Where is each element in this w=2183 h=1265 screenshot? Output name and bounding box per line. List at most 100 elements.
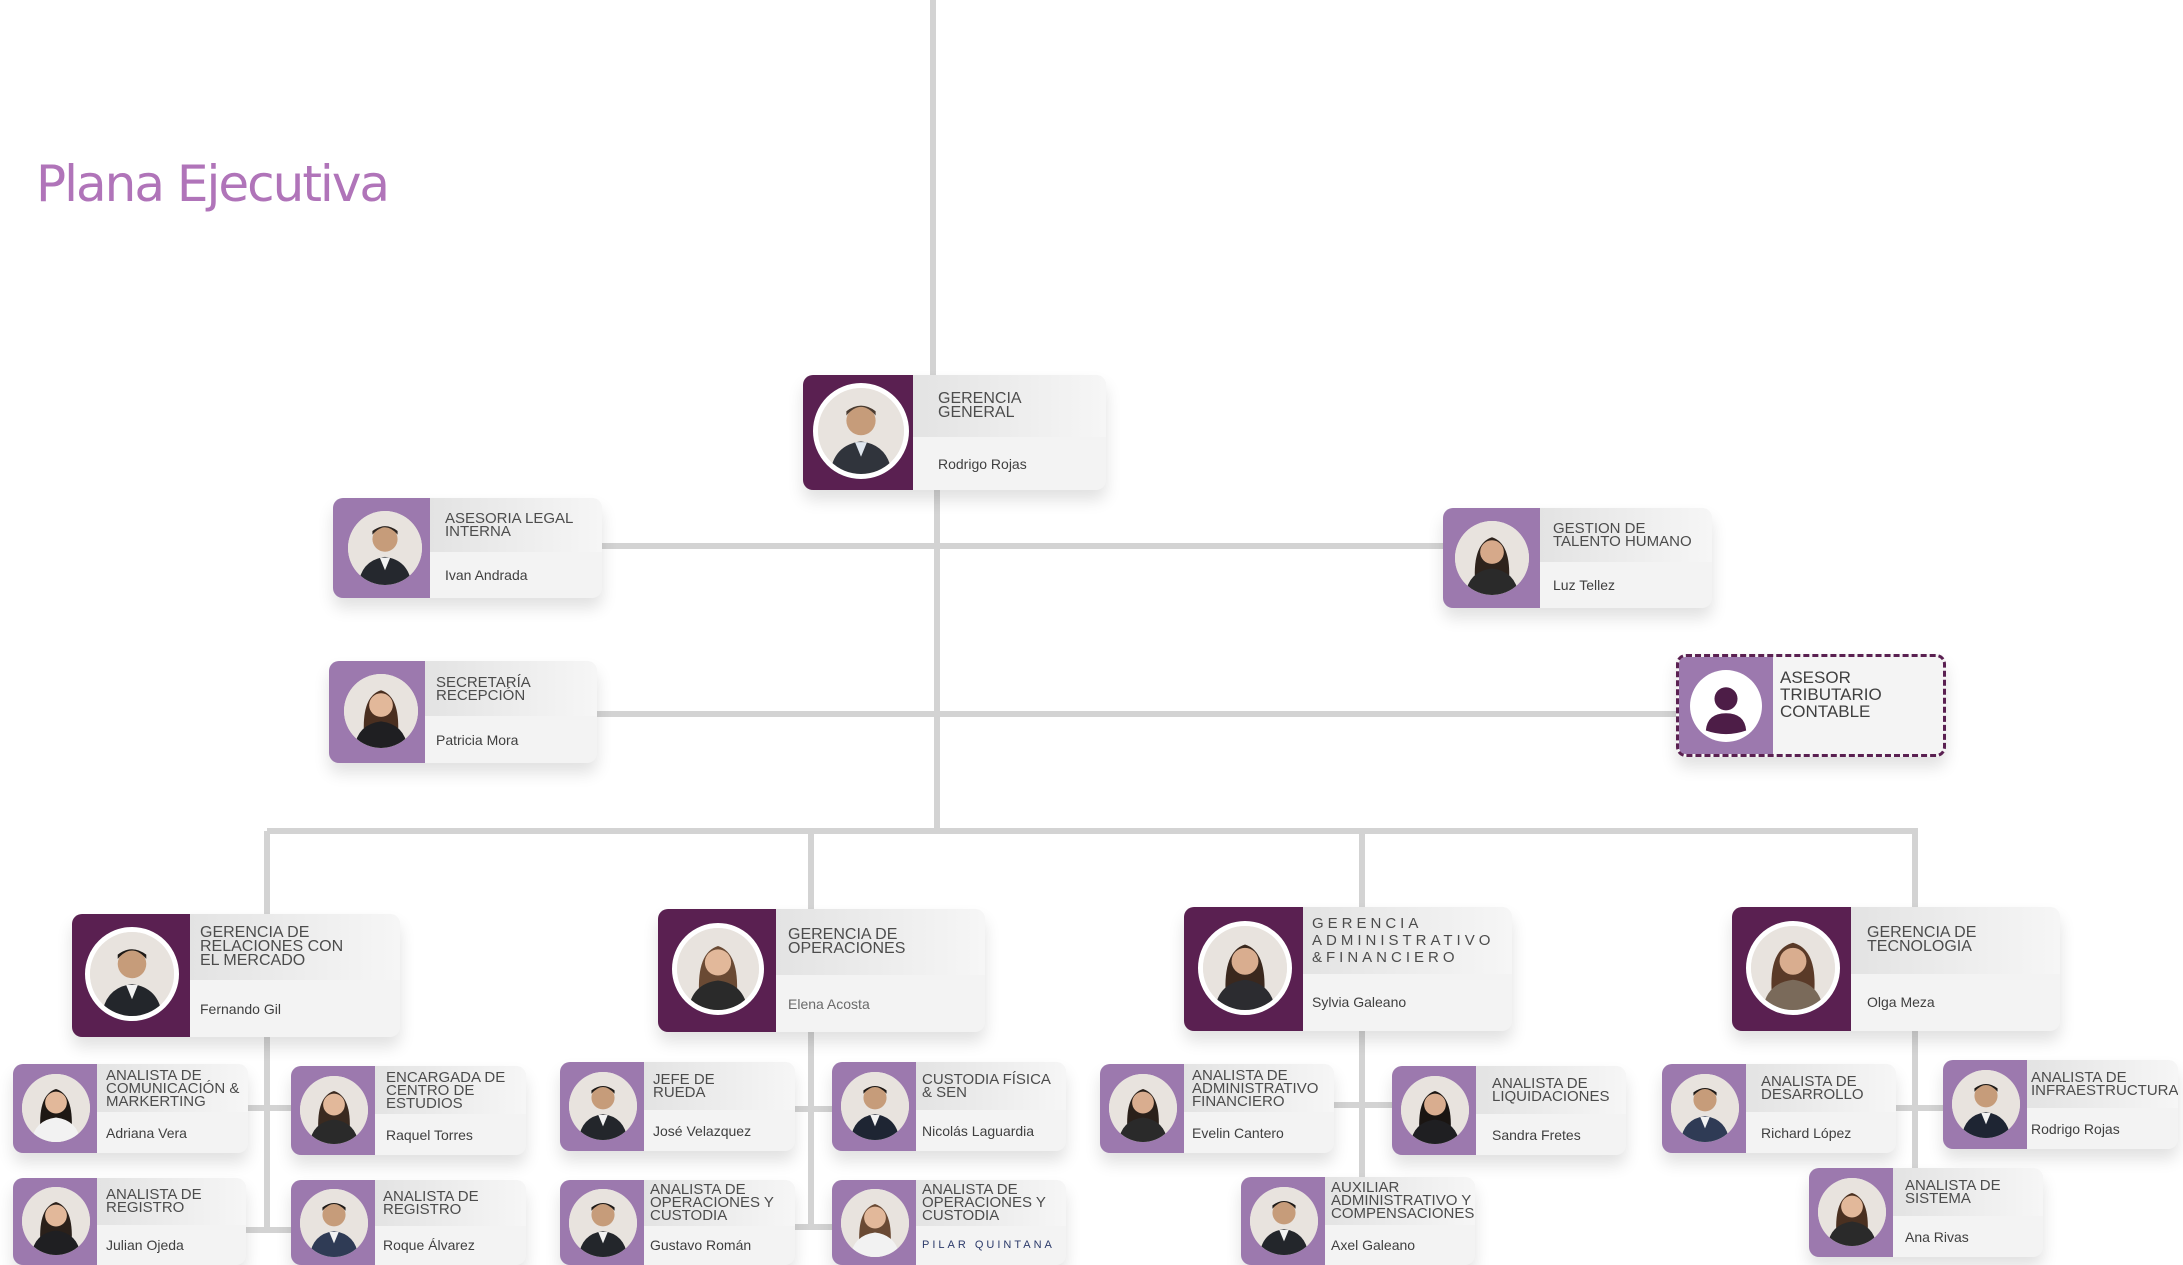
role-label: JEFE DE RUEDA xyxy=(653,1071,715,1102)
role-bar xyxy=(430,498,602,552)
card-encargada-estudios[interactable]: ENCARGADA DE CENTRO DE ESTUDIOS Raquel T… xyxy=(291,1066,526,1155)
card-gerencia-mercado[interactable]: GERENCIA DE RELACIONES CON EL MERCADO Fe… xyxy=(72,914,400,1037)
person-name: PILAR QUINTANA xyxy=(922,1239,1055,1252)
avatar xyxy=(1746,921,1840,1015)
role-label: ANALISTA DE SISTEMA xyxy=(1905,1177,2001,1208)
card-custodia-fisica[interactable]: CUSTODIA FÍSICA & SEN Nicolás Laguardia xyxy=(832,1062,1066,1151)
avatar xyxy=(1952,1070,2020,1138)
page-title: Plana Ejecutiva xyxy=(36,155,390,213)
role-label: GERENCIA DE TECNOLOGIA xyxy=(1867,924,1977,956)
card-analista-liquidaciones[interactable]: ANALISTA DE LIQUIDACIONES Sandra Fretes xyxy=(1392,1066,1626,1155)
role-bar xyxy=(916,1062,1066,1111)
card-analista-operaciones-1[interactable]: ANALISTA DE OPERACIONES Y CUSTODIA Gusta… xyxy=(560,1180,795,1265)
role-bar xyxy=(1184,1064,1334,1113)
role-bar xyxy=(1325,1177,1475,1225)
role-label: CUSTODIA FÍSICA & SEN xyxy=(922,1071,1051,1102)
role-bar xyxy=(97,1064,248,1113)
person-name: Rodrigo Rojas xyxy=(2031,1120,2120,1137)
avatar xyxy=(85,927,179,1021)
card-analista-registro-1[interactable]: ANALISTA DE REGISTRO Julian Ojeda xyxy=(13,1178,246,1265)
avatar xyxy=(569,1072,637,1140)
person-name: Elena Acosta xyxy=(788,995,870,1012)
role-bar xyxy=(190,914,400,981)
card-analista-infraestructura[interactable]: ANALISTA DE INFRAESTRUCTURA Rodrigo Roja… xyxy=(1943,1060,2178,1149)
card-analista-administrativo[interactable]: ANALISTA DE ADMINISTRATIVO FINANCIERO Ev… xyxy=(1100,1064,1334,1153)
role-bar xyxy=(1746,1064,1896,1113)
card-analista-sistema[interactable]: ANALISTA DE SISTEMA Ana Rivas xyxy=(1809,1168,2043,1257)
card-analista-operaciones-2[interactable]: ANALISTA DE OPERACIONES Y CUSTODIA PILAR… xyxy=(832,1180,1066,1265)
role-label: SECRETARÍA RECEPCIÓN xyxy=(436,673,531,704)
role-label: GERENCIA ADMINISTRATIVO &FINANCIERO xyxy=(1312,914,1495,966)
role-label: GERENCIA DE OPERACIONES xyxy=(788,926,906,958)
person-name: Nicolás Laguardia xyxy=(922,1122,1035,1139)
role-bar xyxy=(375,1066,526,1115)
role-label: ASESORIA LEGAL INTERNA xyxy=(445,510,574,540)
card-asesoria-legal[interactable]: ASESORIA LEGAL INTERNA Ivan Andrada xyxy=(333,498,602,598)
role-label: ANALISTA DE INFRAESTRUCTURA xyxy=(2031,1069,2178,1100)
person-name: Rodrigo Rojas xyxy=(938,455,1027,472)
avatar xyxy=(841,1072,909,1140)
person-name: Raquel Torres xyxy=(386,1126,473,1143)
card-gerencia-administrativo[interactable]: GERENCIA ADMINISTRATIVO &FINANCIERO Sylv… xyxy=(1184,907,1512,1031)
card-gerencia-operaciones[interactable]: GERENCIA DE OPERACIONES Elena Acosta xyxy=(658,909,985,1032)
user-placeholder-icon xyxy=(1690,670,1762,742)
role-bar xyxy=(913,375,1106,438)
card-analista-comunicacion[interactable]: ANALISTA DE COMUNICACIÓN & MARKERTING Ad… xyxy=(13,1064,248,1153)
person-name: Fernando Gil xyxy=(200,1000,281,1017)
card-analista-desarrollo[interactable]: ANALISTA DE DESARROLLO Richard López xyxy=(1662,1064,1896,1153)
avatar xyxy=(1455,521,1529,595)
role-label: ANALISTA DE DESARROLLO xyxy=(1761,1073,1864,1104)
role-bar xyxy=(1476,1066,1626,1115)
role-bar xyxy=(1893,1168,2043,1217)
avatar xyxy=(344,674,418,748)
role-bar xyxy=(644,1062,795,1111)
role-label: ANALISTA DE OPERACIONES Y CUSTODIA xyxy=(922,1181,1046,1225)
avatar xyxy=(1671,1074,1739,1142)
person-name: Luz Tellez xyxy=(1553,577,1616,593)
role-label: ASESOR TRIBUTARIO CONTABLE xyxy=(1780,668,1882,721)
card-gerencia-tecnologia[interactable]: GERENCIA DE TECNOLOGIA Olga Meza xyxy=(1732,907,2060,1031)
avatar xyxy=(1109,1074,1177,1142)
role-bar xyxy=(425,661,597,717)
person-name: Adriana Vera xyxy=(106,1124,187,1141)
card-talento-humano[interactable]: GESTION DE TALENTO HUMANO Luz Tellez xyxy=(1443,508,1712,608)
avatar xyxy=(569,1189,637,1257)
role-bar xyxy=(916,1180,1066,1226)
avatar xyxy=(813,383,909,479)
role-bar xyxy=(1540,508,1712,562)
role-bar xyxy=(97,1178,246,1225)
role-bar xyxy=(644,1180,795,1226)
role-label: GERENCIA DE RELACIONES CON EL MERCADO xyxy=(200,924,344,970)
avatar xyxy=(300,1189,368,1257)
person-name: Sandra Fretes xyxy=(1492,1126,1581,1143)
role-bar xyxy=(776,909,985,976)
person-name: Gustavo Román xyxy=(650,1237,752,1254)
card-analista-registro-2[interactable]: ANALISTA DE REGISTRO Roque Álvarez xyxy=(291,1180,526,1265)
person-name: Richard López xyxy=(1761,1124,1852,1141)
role-label: ANALISTA DE OPERACIONES Y CUSTODIA xyxy=(650,1181,774,1225)
card-gerencia-general[interactable]: GERENCIA GENERAL Rodrigo Rojas xyxy=(803,375,1106,490)
card-auxiliar-administrativo[interactable]: AUXILIAR ADMINISTRATIVO Y COMPENSACIONES… xyxy=(1241,1177,1475,1265)
role-label: ANALISTA DE REGISTRO xyxy=(383,1187,479,1218)
avatar xyxy=(1818,1178,1886,1246)
avatar xyxy=(22,1074,90,1142)
person-name: Evelin Cantero xyxy=(1192,1124,1284,1141)
avatar xyxy=(1250,1187,1318,1255)
card-asesor-tributario[interactable]: ASESOR TRIBUTARIO CONTABLE xyxy=(1676,654,1946,757)
person-name: Ana Rivas xyxy=(1905,1228,1969,1245)
role-label: ANALISTA DE ADMINISTRATIVO FINANCIERO xyxy=(1192,1066,1319,1110)
person-name: José Velazquez xyxy=(653,1122,752,1139)
person-name: Sylvia Galeano xyxy=(1312,994,1407,1011)
card-secretaria[interactable]: SECRETARÍA RECEPCIÓN Patricia Mora xyxy=(329,661,597,763)
person-name: Ivan Andrada xyxy=(445,567,528,583)
role-label: ANALISTA DE REGISTRO xyxy=(106,1186,202,1217)
card-jefe-rueda[interactable]: JEFE DE RUEDA José Velazquez xyxy=(560,1062,795,1151)
person-name: Roque Álvarez xyxy=(383,1237,475,1254)
role-label: ENCARGADA DE CENTRO DE ESTUDIOS xyxy=(386,1068,506,1112)
person-name: Julian Ojeda xyxy=(106,1236,184,1253)
person-name: Olga Meza xyxy=(1867,994,1935,1011)
role-bar xyxy=(375,1180,526,1226)
avatar xyxy=(300,1076,368,1144)
avatar xyxy=(672,923,764,1015)
